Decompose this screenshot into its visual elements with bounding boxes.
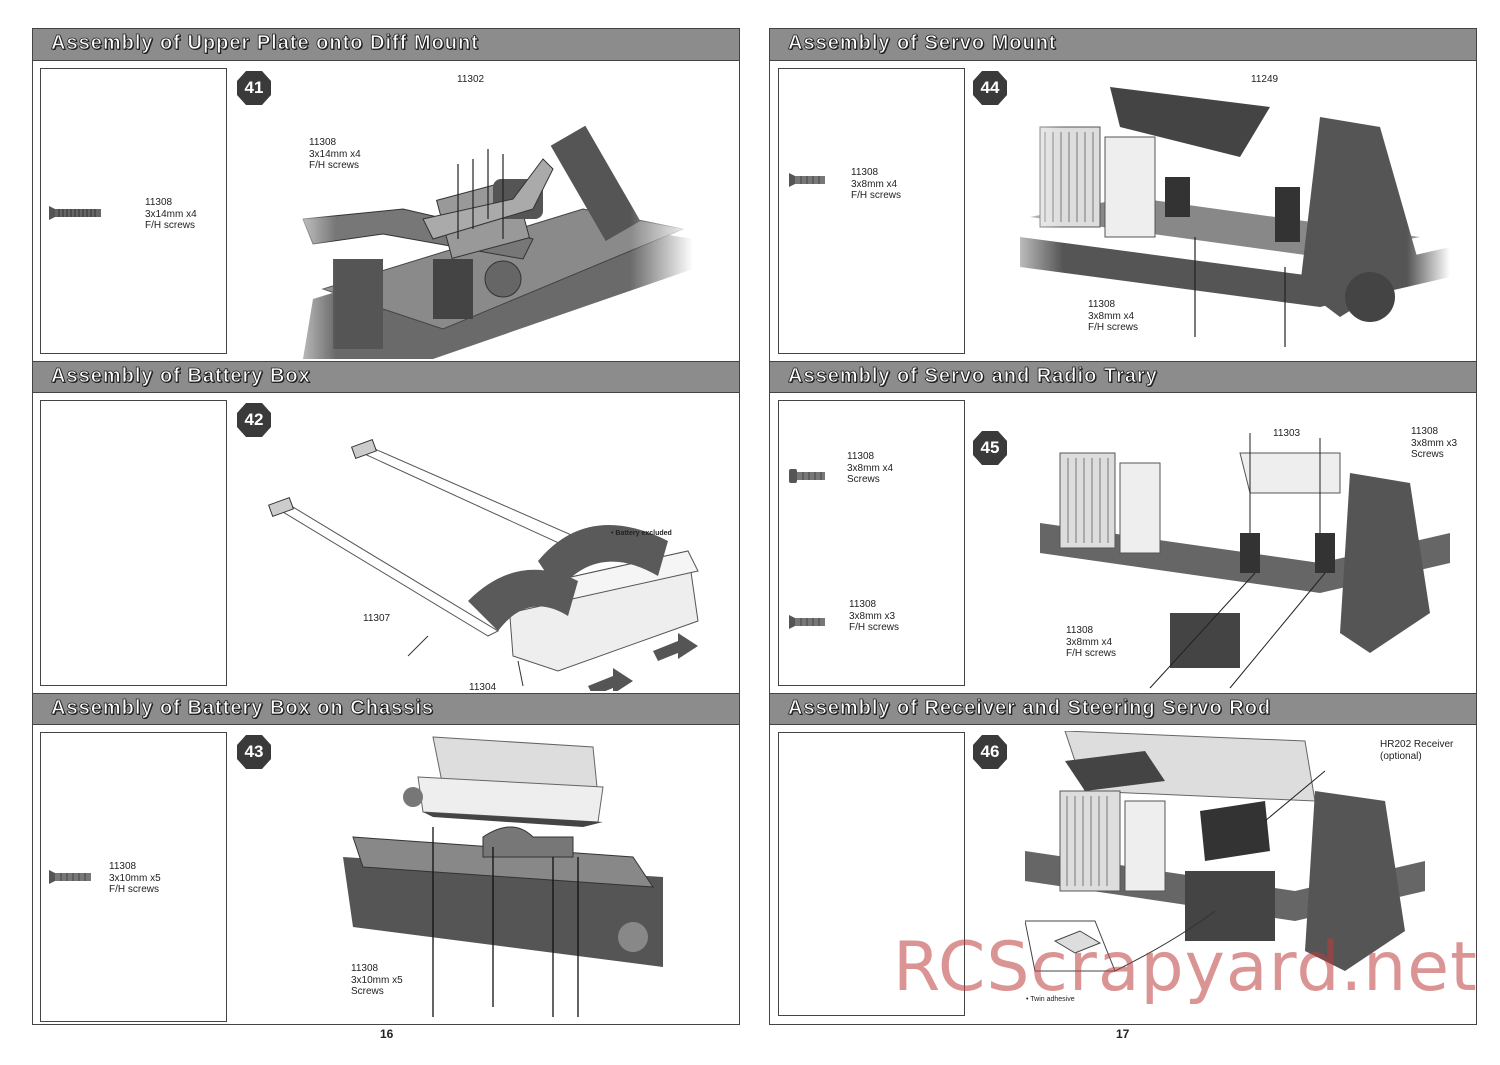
section-title: Assembly of Battery Box on Chassis: [51, 697, 434, 720]
section-title-bar: Assembly of Battery Box: [33, 361, 739, 393]
section-step-46: Assembly of Receiver and Steering Servo …: [770, 693, 1476, 1025]
part-label: 11308 3x10mm x5 F/H screws: [109, 861, 161, 895]
flat-head-screw-icon: [789, 173, 825, 187]
part-label: 11308 3x8mm x4 F/H screws: [851, 167, 901, 201]
part-label: 11308 3x8mm x3 F/H screws: [849, 599, 899, 633]
section-title-bar: Assembly of Servo Mount: [770, 29, 1476, 61]
socket-head-screw-icon: [789, 469, 825, 483]
chassis-illustration: [273, 69, 693, 359]
callout-label: • Battery excluded: [611, 530, 672, 537]
section-title: Assembly of Battery Box: [51, 365, 311, 388]
section-title: Assembly of Servo and Radio Trary: [788, 365, 1158, 388]
part-label: 11308 3x14mm x4 F/H screws: [145, 197, 197, 231]
section-step-41: Assembly of Upper Plate onto Diff Mount …: [33, 29, 739, 361]
step-number: 45: [980, 438, 1000, 457]
callout-label: 11308 3x14mm x4 F/H screws: [309, 137, 361, 171]
section-title: Assembly of Upper Plate onto Diff Mount: [51, 32, 479, 55]
step-number-badge: 43: [236, 734, 272, 770]
page-number-right: 17: [1116, 1027, 1130, 1041]
step-number-badge: 45: [972, 430, 1008, 466]
page-left: Assembly of Upper Plate onto Diff Mount …: [32, 28, 740, 1025]
receiver-servo-illustration: [1025, 731, 1425, 972]
section-title-bar: Assembly of Servo and Radio Trary: [770, 361, 1476, 393]
section-title: Assembly of Servo Mount: [788, 32, 1057, 55]
callout-label: 11308 3x8mm x4 F/H screws: [1066, 625, 1116, 659]
section-step-45: Assembly of Servo and Radio Trary 11308 …: [770, 361, 1476, 693]
step-number-badge: 44: [972, 70, 1008, 106]
part-label: 11308 3x8mm x4 Screws: [847, 451, 894, 485]
step-number: 43: [244, 742, 264, 761]
step-number: 42: [244, 410, 264, 429]
callout-label: 11249: [1251, 74, 1279, 85]
flat-head-screw-icon: [49, 206, 101, 220]
section-title-bar: Assembly of Receiver and Steering Servo …: [770, 693, 1476, 725]
page-right: Assembly of Servo Mount 11308 3x8mm x4 F…: [769, 28, 1477, 1025]
step-number-badge: 46: [972, 734, 1008, 770]
section-title: Assembly of Receiver and Steering Servo …: [788, 697, 1272, 720]
step-number-badge: 42: [236, 402, 272, 438]
parts-box: [778, 732, 965, 1016]
section-step-44: Assembly of Servo Mount 11308 3x8mm x4 F…: [770, 29, 1476, 361]
callout-label: 11307: [363, 613, 391, 624]
watermark: RCScrapyard.net: [893, 928, 1478, 1007]
parts-box: 11308 3x10mm x5 F/H screws: [40, 732, 227, 1022]
section-step-42: Assembly of Battery Box 42 • Battery exc…: [33, 361, 739, 705]
callout-label: HR202 Receiver (optional): [1380, 739, 1454, 762]
callout-label: 11302: [457, 74, 485, 85]
callout-label: 11308 3x8mm x3 Screws: [1411, 426, 1458, 460]
flat-head-screw-icon: [49, 870, 91, 884]
section-step-43: Assembly of Battery Box on Chassis 11308…: [33, 693, 739, 1025]
step-number: 41: [244, 78, 264, 97]
parts-box: [40, 400, 227, 686]
page-number-left: 16: [380, 1027, 394, 1041]
step-number: 44: [980, 78, 1000, 97]
callout-label: 11308 3x10mm x5 Screws: [351, 963, 403, 997]
chassis-battery-illustration: [343, 736, 663, 1017]
servo-mount-illustration: [1020, 67, 1450, 357]
callout-label: 11303: [1273, 428, 1301, 439]
callout-label: 11308 3x8mm x4 F/H screws: [1088, 299, 1138, 333]
parts-box: 11308 3x14mm x4 F/H screws: [40, 68, 227, 354]
section-title-bar: Assembly of Battery Box on Chassis: [33, 693, 739, 725]
servo-radio-tray-illustration: [1040, 433, 1450, 689]
parts-box: 11308 3x8mm x4 F/H screws: [778, 68, 965, 354]
parts-box: 11308 3x8mm x4 Screws 11308 3x8mm x3 F/H…: [778, 400, 965, 686]
callout-label: • Twin adhesive: [1026, 996, 1075, 1003]
step-number: 46: [980, 742, 1000, 761]
section-title-bar: Assembly of Upper Plate onto Diff Mount: [33, 29, 739, 61]
step-number-badge: 41: [236, 70, 272, 106]
battery-strap-illustration: [268, 438, 699, 691]
flat-head-screw-icon: [789, 615, 825, 629]
